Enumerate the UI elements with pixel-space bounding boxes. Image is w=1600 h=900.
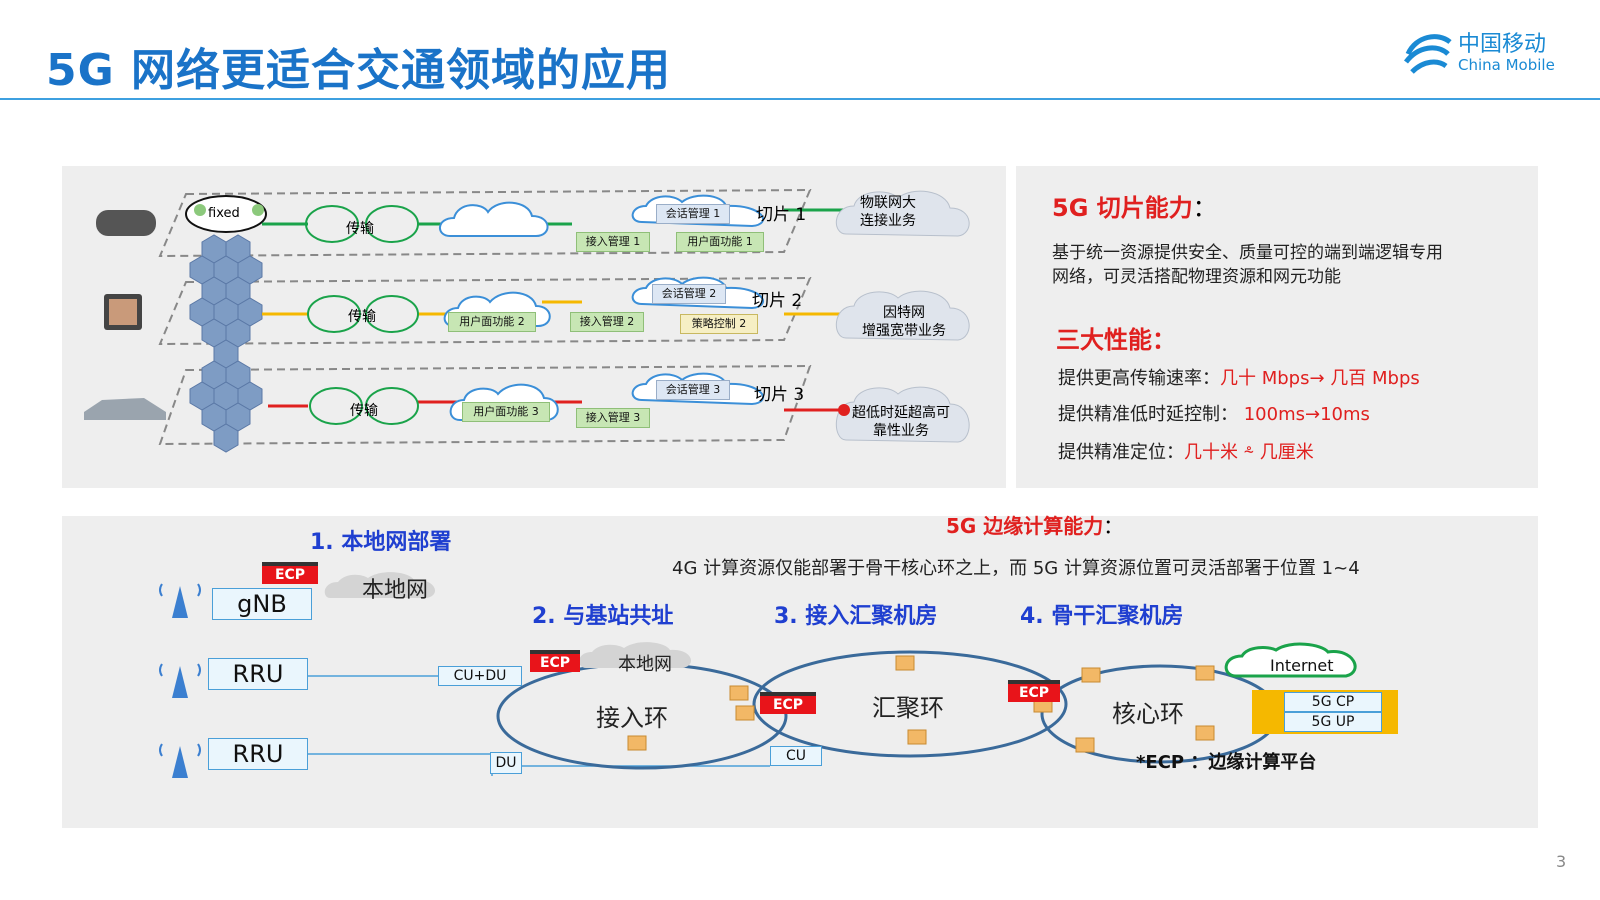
rru-box-2: RRU xyxy=(208,738,308,770)
perf-heading: 三大性能： xyxy=(1056,326,1176,354)
internet-cloud xyxy=(1224,642,1357,678)
base-station-tower-icon xyxy=(172,586,188,778)
slice-capability-heading: 5G 切片能力： xyxy=(1052,194,1217,222)
slice-2-access-mgmt: 接入管理 2 xyxy=(570,312,644,332)
du-box: DU xyxy=(490,752,522,774)
cu-du-box: CU+DU xyxy=(438,666,522,686)
router-device-icon xyxy=(96,210,156,236)
slice-2-policy-control: 策略控制 2 xyxy=(680,314,758,334)
perf-item-latency: 提供精准低时延控制： 100ms→10ms xyxy=(1058,404,1370,425)
location-2-label: 2. 与基站共址 xyxy=(532,604,674,629)
service-clouds xyxy=(835,190,970,443)
signal-waves-icon xyxy=(159,583,201,757)
ecp-badge-local: ECP xyxy=(262,562,318,584)
page-title: 5G 网络更适合交通领域的应用 xyxy=(46,45,672,96)
transport-ellipses xyxy=(305,205,419,425)
internet-label: Internet xyxy=(1270,656,1334,675)
core-ring-label: 核心环 xyxy=(1112,700,1184,728)
slice-2-user-plane: 用户面功能 2 xyxy=(448,312,536,332)
slice-1-frame xyxy=(158,188,812,258)
ecp-badge-basestation: ECP xyxy=(530,650,580,672)
router-icon xyxy=(194,204,206,216)
slice-1-service: 物联网大 连接业务 xyxy=(860,195,916,229)
router-icon xyxy=(252,204,264,216)
slice-3-session-mgmt: 会话管理 3 xyxy=(656,380,730,400)
local-network-clouds xyxy=(324,572,692,668)
logo-text-cn: 中国移动 xyxy=(1458,32,1547,57)
local-net-label-1: 本地网 xyxy=(362,578,429,603)
slice-3-transport-label: 传输 xyxy=(350,403,378,419)
5g-up-box: 5G UP xyxy=(1284,712,1382,732)
ecp-badge-access-aggregation: ECP xyxy=(760,692,816,714)
slice-1-transport-label: 传输 xyxy=(346,221,374,237)
perf-item-rate: 提供更高传输速率：几十 Mbps→ 几百 Mbps xyxy=(1058,368,1420,389)
slice-1-user-plane: 用户面功能 1 xyxy=(676,232,764,252)
slice-1-session-mgmt: 会话管理 1 xyxy=(656,204,730,224)
edge-computing-panel: 5G 边缘计算能力： 4G 计算资源仅能部署于骨干核心环之上，而 5G 计算资源… xyxy=(62,514,1538,828)
gnb-box: gNB xyxy=(212,588,312,620)
aggregation-ring-label: 汇聚环 xyxy=(872,694,944,722)
slice-2-service: 因特网 增强宽带业务 xyxy=(862,305,946,339)
location-4-label: 4. 骨干汇聚机房 xyxy=(1020,604,1184,629)
perf-item-positioning: 提供精准定位：几十米 ⸛ 几厘米 xyxy=(1058,442,1314,463)
location-1-label: 1. 本地网部署 xyxy=(310,530,452,555)
local-net-label-2: 本地网 xyxy=(618,654,672,675)
edge-network-diagram xyxy=(159,572,1398,778)
fixed-router-ellipse xyxy=(185,195,267,233)
slice-3-label: 切片 3 xyxy=(754,385,805,405)
edge-heading: 5G 边缘计算能力： xyxy=(946,514,1124,538)
edge-description: 4G 计算资源仅能部署于骨干核心环之上，而 5G 计算资源位置可灵活部署于位置 … xyxy=(672,558,1360,579)
logo-text-en: China Mobile xyxy=(1458,56,1555,74)
slice-3-service: 超低时延超高可 靠性业务 xyxy=(852,405,950,439)
location-3-label: 3. 接入汇聚机房 xyxy=(774,604,938,629)
router-cube-icons xyxy=(627,655,1215,753)
slicing-diagram xyxy=(84,188,970,453)
access-ring-label: 接入环 xyxy=(596,704,668,732)
hexagon-cluster xyxy=(189,234,263,453)
car-icon xyxy=(84,398,166,420)
slice-capability-desc-1: 基于统一资源提供安全、质量可控的端到端逻辑专用 xyxy=(1052,243,1443,263)
china-mobile-logo-icon xyxy=(1404,34,1452,74)
slice-2-label: 切片 2 xyxy=(752,291,803,311)
slice-1-label: 切片 1 xyxy=(756,205,807,225)
ecp-badge-backbone: ECP xyxy=(1008,680,1060,702)
fixed-label: fixed xyxy=(208,206,240,221)
slice-1-access-mgmt: 接入管理 1 xyxy=(576,232,650,252)
slice-3-access-mgmt: 接入管理 3 xyxy=(576,408,650,428)
slice-2-transport-label: 传输 xyxy=(348,309,376,325)
slice-2-session-mgmt: 会话管理 2 xyxy=(652,284,726,304)
slice-2-frame xyxy=(158,276,812,346)
5g-cp-box: 5G CP xyxy=(1284,692,1382,712)
slice-3-user-plane: 用户面功能 3 xyxy=(462,402,550,422)
slice-capability-desc-2: 网络，可灵活搭配物理资源和网元功能 xyxy=(1052,267,1341,287)
ecp-footnote: *ECP ：边缘计算平台 xyxy=(1136,752,1317,773)
title-divider xyxy=(0,98,1600,100)
slice-3-frame xyxy=(158,364,812,446)
cu-box: CU xyxy=(770,746,822,766)
aggregation-ring xyxy=(752,650,1068,758)
slice-capability-panel: 5G 切片能力： 基于统一资源提供安全、质量可控的端到端逻辑专用 网络，可灵活搭… xyxy=(1016,166,1538,488)
slicing-diagram-panel: fixed 传输 传输 传输 会话管理 1 接入管理 1 用户面功能 1 切片 … xyxy=(62,166,1006,488)
rru-box-1: RRU xyxy=(208,658,308,690)
page-number: 3 xyxy=(1556,852,1567,871)
